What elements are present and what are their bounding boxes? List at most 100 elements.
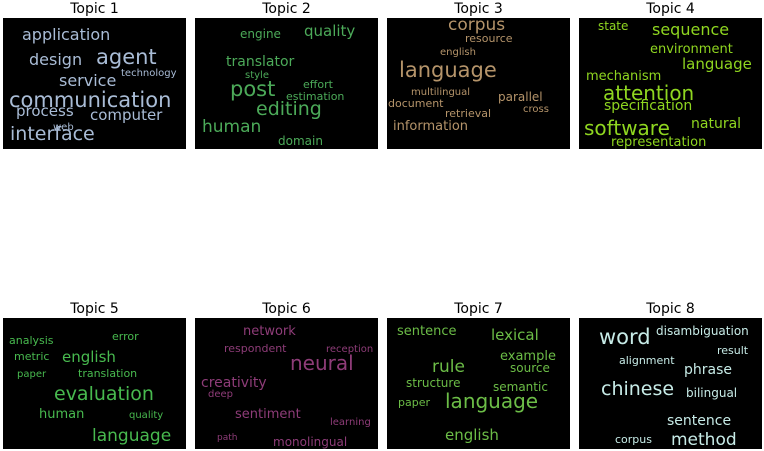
word-translation: translation bbox=[78, 367, 137, 380]
word-domain: domain bbox=[278, 134, 323, 148]
word-human: human bbox=[202, 117, 261, 137]
word-document: document bbox=[388, 97, 444, 110]
word-semantic: semantic bbox=[493, 380, 548, 394]
word-neural: neural bbox=[290, 351, 354, 375]
word-quality: quality bbox=[129, 410, 163, 421]
word-source: source bbox=[510, 361, 550, 375]
wordcloud-canvas: communication agent interface application de… bbox=[3, 18, 186, 149]
word-retrieval: retrieval bbox=[445, 107, 491, 120]
word-human: human bbox=[39, 407, 84, 422]
wordcloud-canvas: evaluation language english human translatio… bbox=[3, 318, 186, 449]
word-lexical: lexical bbox=[491, 326, 539, 344]
word-process: process bbox=[16, 102, 74, 120]
word-estimation: estimation bbox=[286, 90, 344, 103]
word-communication: communication bbox=[9, 88, 171, 112]
word-result: result bbox=[717, 344, 749, 357]
word-word: word bbox=[599, 325, 651, 349]
word-multilingual: multilingual bbox=[411, 87, 470, 98]
word-deep: deep bbox=[208, 389, 233, 400]
word-web: web bbox=[53, 122, 74, 133]
word-language: language bbox=[445, 389, 538, 413]
word-error: error bbox=[112, 330, 139, 343]
wordcloud-svg: posteditinghumanqualitytranslatordomaine… bbox=[202, 22, 355, 148]
word-reception: reception bbox=[326, 344, 373, 355]
word-environment: environment bbox=[650, 42, 733, 57]
word-creativity: creativity bbox=[201, 375, 267, 391]
word-alignment: alignment bbox=[619, 354, 675, 367]
wordcloud-canvas: neural creativity network sentiment monoling… bbox=[195, 318, 378, 449]
word-structure: structure bbox=[406, 376, 460, 390]
panel-title: Topic 6 bbox=[262, 301, 311, 317]
word-sequence: sequence bbox=[652, 20, 729, 39]
panel-title: Topic 2 bbox=[262, 1, 311, 17]
panel-title: Topic 4 bbox=[646, 1, 695, 17]
word-method: method bbox=[671, 430, 737, 449]
word-resource: resource bbox=[465, 32, 513, 45]
word-learning: learning bbox=[330, 417, 371, 428]
wordcloud-svg: communication agent interface application de… bbox=[9, 25, 177, 145]
word-evaluation: evaluation bbox=[54, 383, 154, 405]
word-monolingual: monolingual bbox=[273, 435, 347, 449]
word-software: software bbox=[584, 116, 670, 140]
word-analysis: analysis bbox=[9, 334, 54, 347]
word-cross: cross bbox=[523, 104, 549, 115]
wordcloud-svg: language rule lexical english example sentenc… bbox=[397, 324, 556, 444]
word-technology: technology bbox=[121, 68, 177, 79]
word-corpus: corpus bbox=[615, 433, 652, 446]
word-english: english bbox=[440, 47, 476, 58]
word-natural: natural bbox=[691, 116, 741, 132]
word-editing: editing bbox=[256, 98, 322, 120]
wordcloud-svg: languagecorpusinformationparallelresourc… bbox=[388, 18, 549, 134]
word-sentiment: sentiment bbox=[235, 407, 301, 422]
word-language: language bbox=[92, 426, 171, 446]
word-computer: computer bbox=[90, 106, 163, 124]
word-english: english bbox=[62, 348, 116, 366]
panel-title: Topic 5 bbox=[70, 301, 119, 317]
word-chinese: chinese bbox=[601, 378, 674, 400]
word-attention: attention bbox=[603, 81, 694, 105]
word-metric: metric bbox=[14, 350, 49, 363]
word-example: example bbox=[500, 349, 556, 364]
wordcloud-svg: neural creativity network sentiment monoling… bbox=[201, 324, 373, 449]
word-information: information bbox=[393, 119, 468, 134]
word-paper: paper bbox=[398, 396, 430, 409]
wordcloud-svg: attentionsoftwaresequencelanguagespecifi… bbox=[584, 19, 752, 149]
word-corpus: corpus bbox=[448, 18, 505, 35]
word-state: state bbox=[598, 19, 628, 33]
panel-title: Topic 1 bbox=[70, 1, 119, 17]
word-paper: paper bbox=[17, 369, 47, 380]
word-mechanism: mechanism bbox=[586, 69, 661, 84]
word-bilingual: bilingual bbox=[686, 386, 737, 400]
word-rule: rule bbox=[432, 357, 465, 377]
word-sentence: sentence bbox=[667, 413, 731, 429]
wordcloud-canvas: language rule lexical english example sentenc… bbox=[387, 318, 570, 449]
word-effort: effort bbox=[303, 78, 334, 91]
word-service: service bbox=[59, 71, 116, 90]
word-translator: translator bbox=[226, 54, 295, 70]
word-application: application bbox=[22, 25, 110, 44]
word-english: english bbox=[445, 426, 499, 444]
word-design: design bbox=[29, 50, 82, 69]
word-phrase: phrase bbox=[684, 362, 732, 378]
word-language: language bbox=[399, 58, 497, 82]
panel-title: Topic 7 bbox=[454, 301, 503, 317]
word-network: network bbox=[243, 324, 296, 339]
word-sentence: sentence bbox=[397, 324, 457, 339]
word-path: path bbox=[217, 433, 237, 443]
word-style: style bbox=[245, 70, 269, 81]
word-language: language bbox=[682, 55, 752, 73]
word-representation: representation bbox=[611, 135, 706, 149]
panel-title: Topic 3 bbox=[454, 1, 503, 17]
word-agent: agent bbox=[96, 45, 157, 69]
word-interface: interface bbox=[10, 123, 95, 145]
panel-title: Topic 8 bbox=[646, 301, 695, 317]
word-engine: engine bbox=[240, 27, 281, 41]
word-disambiguation: disambiguation bbox=[656, 324, 749, 338]
word-respondent: respondent bbox=[224, 342, 287, 355]
word-quality: quality bbox=[304, 22, 355, 40]
